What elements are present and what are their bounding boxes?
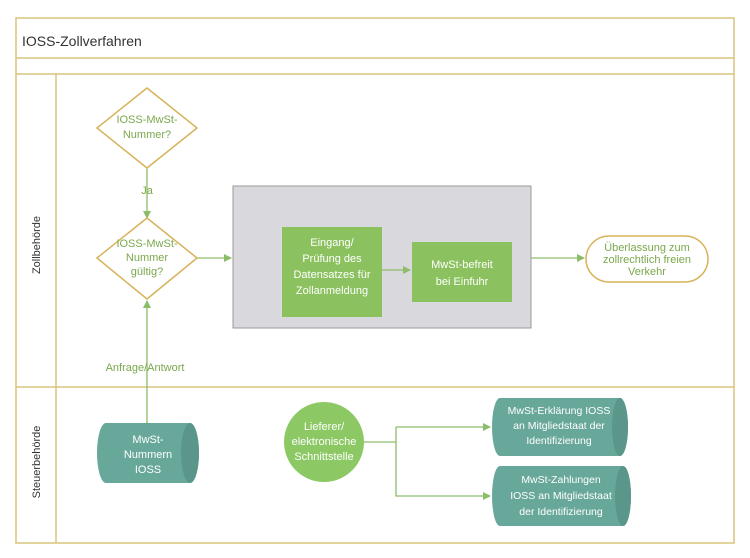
datastore-vat-declaration[interactable]: MwSt-Erklärung IOSS an Mitgliedstaat der… bbox=[492, 398, 628, 456]
datastore-vat-declaration-shape bbox=[492, 398, 628, 456]
decision-ioss-valid-shape bbox=[95, 217, 199, 300]
diagram-title: IOSS-Zollverfahren bbox=[22, 33, 142, 49]
supplier-line-3: Schnittstelle bbox=[294, 451, 353, 463]
datastore-payments-line-1: MwSt-Zahlungen bbox=[521, 474, 601, 486]
process-vat-exempt-line-2: bei Einfuhr bbox=[436, 276, 489, 288]
datastore-vat-payments-end bbox=[615, 466, 631, 526]
decision-ioss-number-shape bbox=[95, 87, 199, 169]
process-check-dataset-box bbox=[282, 227, 382, 317]
process-check-line-3: Datensatzes für bbox=[293, 269, 370, 281]
datastore-vat-numbers-line-3: IOSS bbox=[135, 464, 161, 476]
datastore-payments-line-2: IOSS an Mitgliedstaat bbox=[510, 490, 612, 502]
process-check-dataset[interactable]: Eingang/ Prüfung des Datensatzes für Zol… bbox=[282, 227, 382, 317]
datastore-vat-numbers-line-2: Nummern bbox=[124, 449, 172, 461]
decision-ioss-number[interactable]: IOSS-MwSt- Nummer? bbox=[95, 87, 199, 169]
datastore-vat-numbers[interactable]: MwSt- Nummern IOSS bbox=[97, 423, 199, 483]
outer-frame bbox=[15, 17, 735, 544]
process-vat-exempt-line-1: MwSt-befreit bbox=[431, 259, 493, 271]
decision-ioss-number-line-2: Nummer? bbox=[123, 129, 171, 141]
process-vat-exempt[interactable]: MwSt-befreit bei Einfuhr bbox=[412, 242, 512, 302]
supplier-line-2: elektronische bbox=[292, 436, 357, 448]
datastore-declaration-line-3: Identifizierung bbox=[526, 435, 592, 447]
terminal-release-shape bbox=[585, 235, 709, 283]
process-vat-exempt-box bbox=[412, 242, 512, 302]
decision-ioss-valid[interactable]: IOSS-MwSt- Nummer gültig? bbox=[95, 217, 199, 300]
datastore-vat-numbers-end bbox=[181, 423, 199, 483]
terminal-release-line-1: Überlassung zum bbox=[604, 242, 690, 254]
supplier-interface[interactable]: Lieferer/ elektronische Schnittstelle bbox=[284, 402, 364, 482]
terminal-release-line-3: Verkehr bbox=[628, 266, 666, 278]
datastore-vat-declaration-end bbox=[612, 398, 628, 456]
connector-supplier-bottom bbox=[395, 442, 491, 500]
decision-ioss-valid-line-3: gültig? bbox=[131, 266, 163, 278]
label-yes: Ja bbox=[141, 185, 154, 197]
connector-supplier-branch bbox=[362, 427, 397, 443]
decision-ioss-number-line-1: IOSS-MwSt- bbox=[116, 114, 177, 126]
lane-label-tax: Steuerbehörde bbox=[31, 426, 43, 499]
datastore-declaration-line-2: an Mitgliedstaat der bbox=[513, 420, 605, 432]
datastore-vat-numbers-line-1: MwSt- bbox=[132, 434, 164, 446]
datastore-vat-payments-shape bbox=[492, 466, 631, 526]
terminal-release-line-2: zollrechtlich freien bbox=[603, 254, 691, 266]
datastore-vat-numbers-shape bbox=[97, 423, 199, 483]
datastore-payments-line-3: der Identifizierung bbox=[519, 506, 603, 518]
supplier-interface-circle bbox=[284, 402, 364, 482]
process-check-line-1: Eingang/ bbox=[310, 237, 354, 249]
terminal-release[interactable]: Überlassung zum zollrechtlich freien Ver… bbox=[585, 235, 709, 283]
process-check-line-4: Zollanmeldung bbox=[296, 285, 368, 297]
decision-ioss-valid-line-1: IOSS-MwSt- bbox=[116, 238, 177, 250]
label-request-response: Anfrage/Antwort bbox=[106, 362, 185, 374]
datastore-vat-payments[interactable]: MwSt-Zahlungen IOSS an Mitgliedstaat der… bbox=[492, 466, 631, 526]
supplier-line-1: Lieferer/ bbox=[304, 421, 345, 433]
datastore-declaration-line-1: MwSt-Erklärung IOSS bbox=[508, 405, 611, 417]
lane-label-customs: Zollbehörde bbox=[31, 216, 43, 274]
process-check-line-2: Prüfung des bbox=[302, 253, 362, 265]
decision-ioss-valid-line-2: Nummer bbox=[126, 252, 169, 264]
